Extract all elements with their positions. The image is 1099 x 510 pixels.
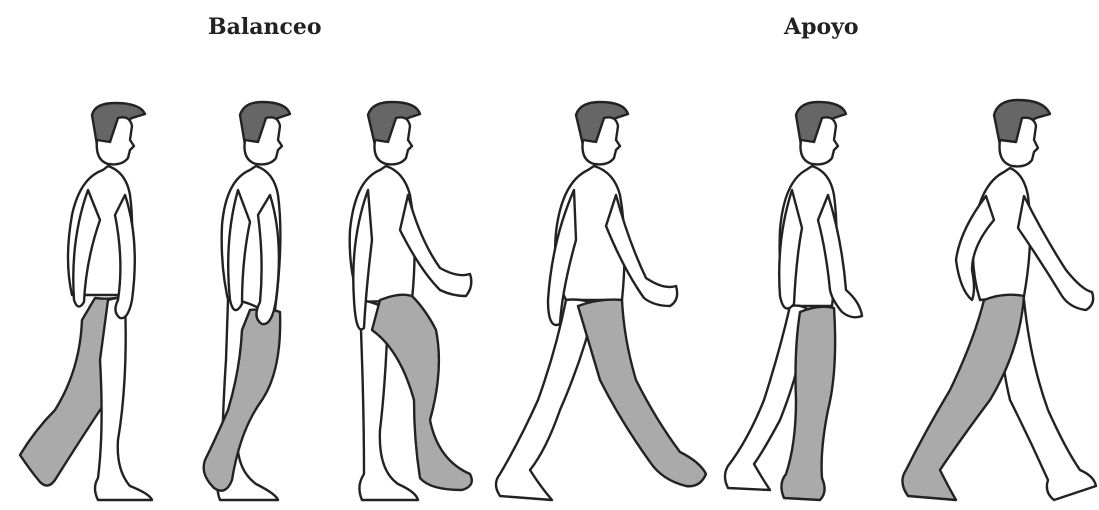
walking-figure-5: [725, 102, 862, 500]
walking-figure-6: [902, 100, 1096, 500]
highlighted-leg: [372, 295, 472, 490]
walking-figure-4: [496, 102, 706, 500]
front-leg: [95, 298, 152, 500]
back-leg: [496, 300, 596, 501]
highlighted-leg: [902, 295, 1024, 500]
highlighted-leg: [578, 300, 706, 487]
walking-figure-3: [350, 102, 472, 500]
walking-figure-1: [20, 103, 152, 500]
walking-figure-2: [204, 102, 290, 500]
